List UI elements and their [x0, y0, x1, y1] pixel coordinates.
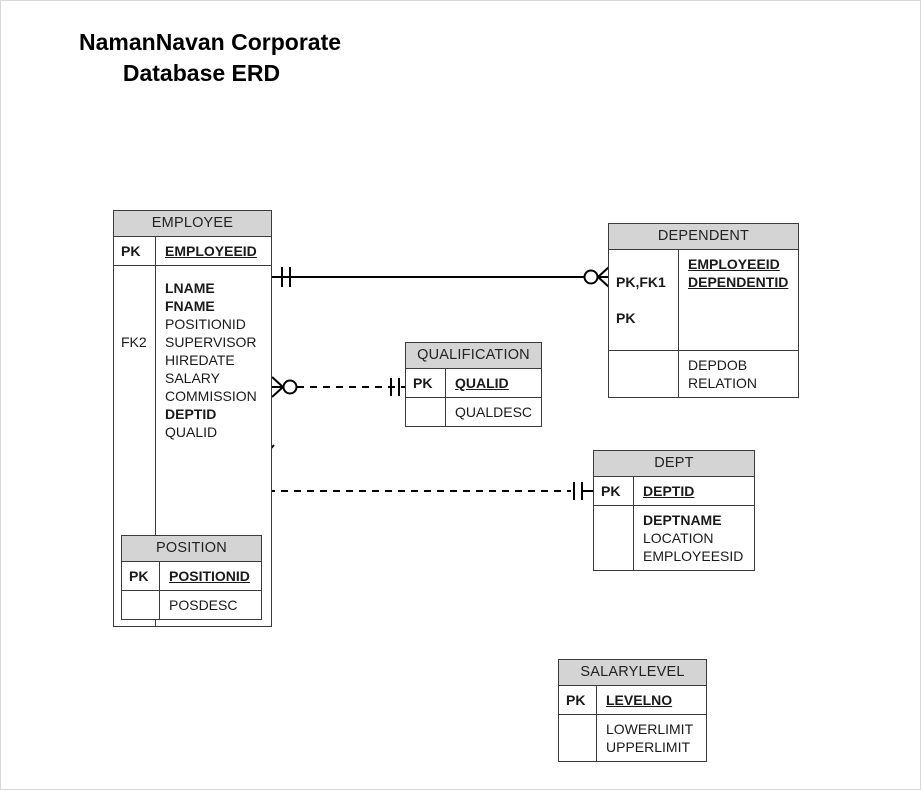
entity-position-fk-keys [122, 591, 160, 619]
entity-dept-attr-section: DEPTNAME LOCATION EMPLOYEESID [594, 506, 754, 570]
entity-qualification-attr-section: QUALDESC [406, 398, 541, 426]
attribute: RELATION [688, 375, 757, 391]
attribute: POSDESC [169, 597, 238, 613]
entity-dependent-title: DEPENDENT [609, 224, 798, 250]
entity-position-attr-section: POSDESC [122, 591, 261, 619]
entity-salarylevel-pk-attrs: LEVELNO [606, 692, 673, 708]
key-label: PK [616, 310, 636, 326]
relationship-employee-dept [253, 444, 593, 500]
entity-employee-pk-keys: PK [114, 237, 156, 265]
key-label: FK2 [121, 334, 147, 350]
entity-employee-attr-section: FK2 FK1 FK3 LNAME FNAME POSITIONID SUPER… [114, 266, 271, 626]
attribute: POSITIONID [165, 316, 246, 332]
entity-employee-attrs: LNAME FNAME POSITIONID SUPERVISOR HIREDA… [156, 266, 271, 626]
entity-qualification-pk-attrs: QUALID [455, 375, 509, 391]
key-label [121, 477, 151, 495]
attribute: DEPTID [165, 406, 217, 422]
attribute: COMMISSION [165, 388, 257, 404]
entity-dept-pk-keys: PK [594, 477, 634, 505]
entity-employee-pk-section: PK EMPLOYEEID [114, 237, 271, 266]
entity-qualification-attrs: QUALDESC [446, 398, 541, 426]
attribute: LOWERLIMIT [606, 721, 694, 737]
title-line-1: NamanNavan Corporate [79, 29, 342, 55]
relationship-employee-dependent [272, 266, 610, 288]
attribute: UPPERLIMIT [606, 739, 691, 755]
attribute: DEPTNAME [643, 512, 722, 528]
entity-qualification-pk-keys: PK [406, 369, 446, 397]
key-label [121, 405, 151, 423]
entity-dept-pk-section: PK DEPTID [594, 477, 754, 506]
attribute: DEPDOB [688, 357, 748, 373]
attribute: QUALID [165, 424, 218, 440]
attribute: FNAME [165, 298, 215, 314]
attribute: EMPLOYEESID [643, 548, 744, 564]
entity-dependent-pk-section: PK,FK1 PK EMPLOYEEID DEPENDENTID [609, 250, 798, 351]
entity-employee-title: EMPLOYEE [114, 211, 271, 237]
entity-salarylevel[interactable]: SALARYLEVEL PK LEVELNO LOWERLIMIT UPPERL… [558, 659, 707, 762]
entity-position-pk-section: PK POSITIONID [122, 562, 261, 591]
entity-position[interactable]: POSITION PK POSITIONID POSDESC [121, 535, 262, 620]
entity-dept-fk-keys [594, 506, 634, 570]
entity-position-title: POSITION [122, 536, 261, 562]
entity-qualification[interactable]: QUALIFICATION PK QUALID QUALDESC [405, 342, 542, 427]
entity-qualification-pk-section: PK QUALID [406, 369, 541, 398]
key-label [121, 441, 151, 459]
entity-salarylevel-title: SALARYLEVEL [559, 660, 706, 686]
entity-dept-title: DEPT [594, 451, 754, 477]
key-label [121, 513, 151, 531]
entity-salarylevel-pk-keys: PK [559, 686, 597, 714]
entity-qualification-fk-keys [406, 398, 446, 426]
attribute: LNAME [165, 280, 215, 296]
entity-dependent[interactable]: DEPENDENT PK,FK1 PK EMPLOYEEID DEPENDENT… [608, 223, 799, 398]
attribute: EMPLOYEEID [688, 256, 780, 272]
entity-dept[interactable]: DEPT PK DEPTID DEPTNAME LOCATION EMPLOYE… [593, 450, 755, 571]
attribute: HIREDATE [165, 352, 235, 368]
title-line-2: Database ERD [122, 60, 281, 87]
entity-position-pk-attrs: POSITIONID [169, 568, 250, 584]
entity-salarylevel-fk-keys [559, 715, 597, 761]
relationship-employee-qualification [271, 376, 405, 398]
entity-qualification-title: QUALIFICATION [406, 343, 541, 369]
entity-salarylevel-attr-section: LOWERLIMIT UPPERLIMIT [559, 715, 706, 761]
entity-salarylevel-attrs: LOWERLIMIT UPPERLIMIT [597, 715, 706, 761]
entity-dependent-pk-attrs: EMPLOYEEID DEPENDENTID [679, 250, 798, 350]
attribute: QUALDESC [455, 404, 533, 420]
entity-dependent-attr-section: DEPDOB RELATION [609, 351, 798, 397]
entity-salarylevel-pk-section: PK LEVELNO [559, 686, 706, 715]
attribute: LOCATION [643, 530, 714, 546]
entity-dept-attrs: DEPTNAME LOCATION EMPLOYEESID [634, 506, 754, 570]
attribute: SALARY [165, 370, 220, 386]
attribute: DEPENDENTID [688, 274, 789, 290]
entity-dependent-pk-keys: PK,FK1 PK [609, 250, 679, 350]
entity-dependent-fk-keys [609, 351, 679, 397]
entity-position-attrs: POSDESC [160, 591, 261, 619]
key-label: PK,FK1 [616, 274, 666, 290]
entity-position-pk-keys: PK [122, 562, 160, 590]
key-label [121, 297, 151, 315]
attribute: SUPERVISOR [165, 334, 257, 350]
entity-employee-pk-attrs: EMPLOYEEID [165, 243, 257, 259]
key-label [121, 369, 151, 387]
entity-dependent-attrs: DEPDOB RELATION [679, 351, 798, 397]
entity-dept-pk-attrs: DEPTID [643, 483, 695, 499]
